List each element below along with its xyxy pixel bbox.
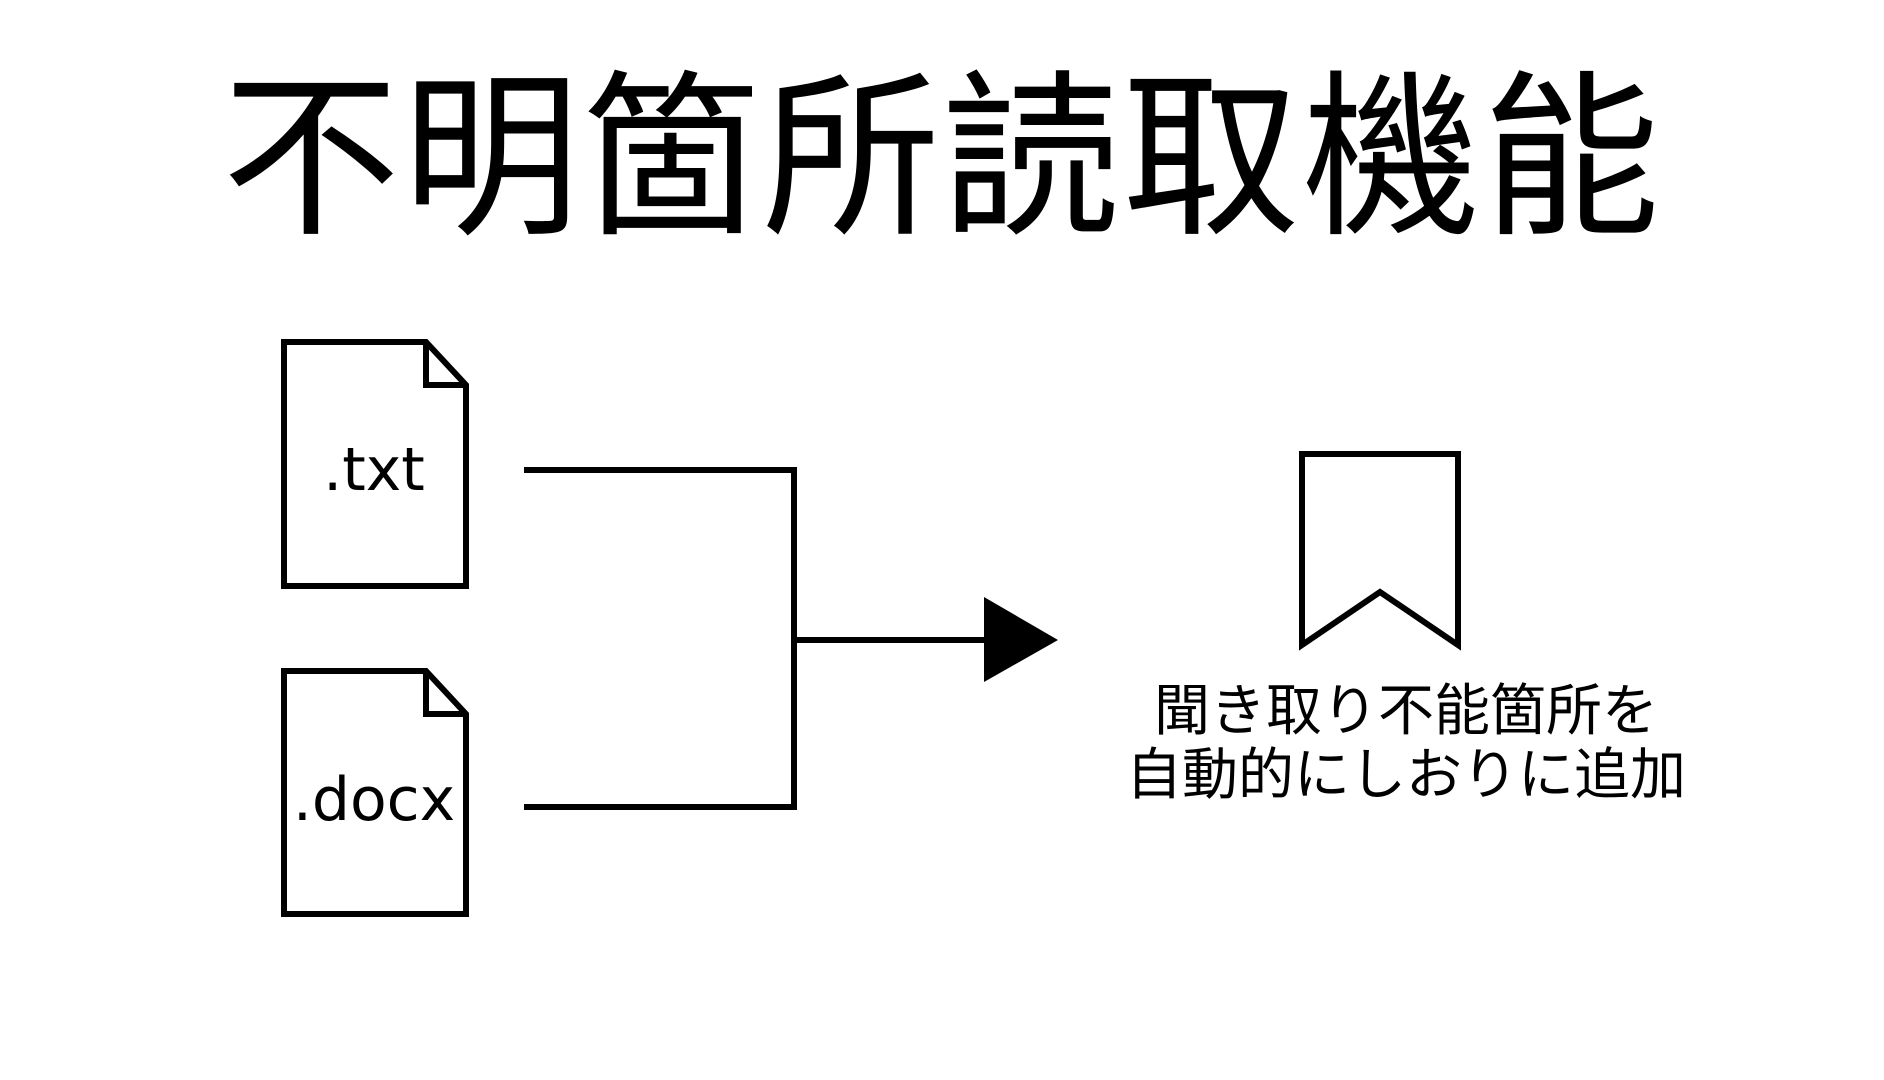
caption-line-2: 自動的にしおりに追加 xyxy=(1126,743,1686,809)
txt-document-icon: .txt xyxy=(281,339,469,589)
txt-extension-label: .txt xyxy=(323,435,425,505)
docx-extension-label: .docx xyxy=(293,765,455,835)
docx-document-icon: .docx xyxy=(281,668,469,917)
caption-line-1: 聞き取り不能箇所を xyxy=(1154,679,1658,744)
page-title: 不明箇所読取機能 xyxy=(222,55,1662,262)
bookmark-icon xyxy=(1299,451,1461,651)
bookmark-caption: 聞き取り不能箇所を 自動的にしおりに追加 xyxy=(1046,679,1766,809)
merge-connector xyxy=(524,467,990,810)
arrow-head-icon xyxy=(984,597,1058,682)
